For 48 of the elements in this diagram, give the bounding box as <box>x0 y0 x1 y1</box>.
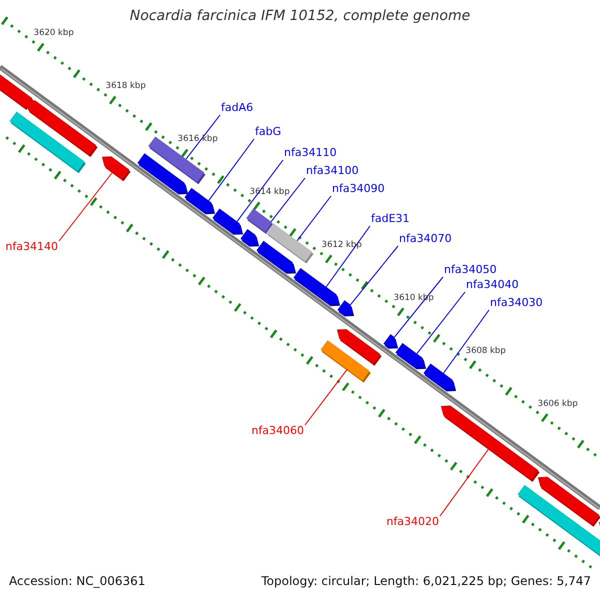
scale-label: 3616 kbp <box>178 133 218 146</box>
gene-label: nfa34020 <box>386 515 439 528</box>
gene-block <box>293 268 340 306</box>
gene-label: nfa34040 <box>466 278 519 291</box>
gene-label: fadA6 <box>221 101 254 114</box>
gene-block <box>256 240 296 274</box>
gene-label: nfa34070 <box>399 232 452 245</box>
accession-text: Accession: NC_006361 <box>9 575 146 588</box>
leader-line <box>304 368 348 426</box>
gene-label: fabG <box>255 125 282 138</box>
leader-line <box>186 114 220 160</box>
leader-line <box>208 138 254 202</box>
gene-label: nfa34050 <box>444 263 497 276</box>
leader-line <box>58 172 114 242</box>
scale-label: 3620 kbp <box>34 27 74 40</box>
leader-line <box>350 246 398 306</box>
gene-block <box>102 156 131 182</box>
gene-label: nfa34100 <box>306 164 359 177</box>
gene-block <box>337 300 354 316</box>
leader-line <box>440 448 490 516</box>
gene-block <box>423 364 456 392</box>
gene-block <box>383 334 398 349</box>
leader-line <box>326 226 370 288</box>
gene-label: nfa34060 <box>251 424 304 437</box>
gene-block <box>395 343 426 370</box>
gene-block <box>240 229 260 247</box>
gene-block <box>212 208 244 235</box>
gene-bar <box>320 340 371 383</box>
gene-label: fadE31 <box>371 212 410 225</box>
gene-label: nfa34090 <box>332 182 385 195</box>
leader-line <box>236 160 284 222</box>
leader-line <box>394 276 444 338</box>
gene-block <box>440 406 540 482</box>
scale-label: 3606 kbp <box>538 398 578 411</box>
scale-label: 3618 kbp <box>106 80 146 94</box>
gene-bar <box>518 484 600 556</box>
genome-stats-text: Topology: circular; Length: 6,021,225 bp; Genes: 5,747 <box>261 575 591 588</box>
leader-line <box>443 310 490 374</box>
leader-line <box>270 178 306 222</box>
gene-label: nfa34110 <box>284 146 337 159</box>
gene-label: nfa34030 <box>490 296 543 309</box>
gene-bar <box>10 112 86 174</box>
leader-line <box>296 196 332 242</box>
gene-block <box>184 188 216 214</box>
scale-label: 3608 kbp <box>466 344 506 358</box>
gene-label: nfa34140 <box>5 240 58 253</box>
title: Nocardia farcinica IFM 10152, complete genome <box>128 10 472 23</box>
leader-line <box>416 292 466 354</box>
